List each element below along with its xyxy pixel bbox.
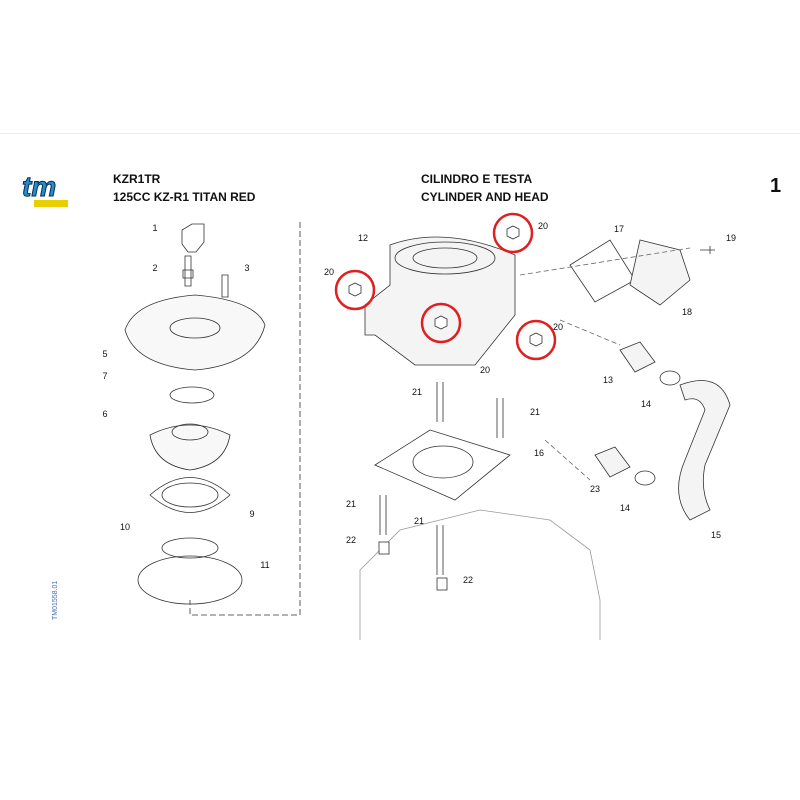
callout-15: 15 bbox=[710, 530, 722, 540]
nut-20 bbox=[348, 282, 362, 297]
bolt bbox=[221, 274, 229, 298]
fitting-13 bbox=[619, 341, 656, 373]
svg-text:tm: tm bbox=[22, 172, 56, 202]
callout-7: 7 bbox=[102, 371, 108, 381]
highlight-circle bbox=[334, 269, 376, 311]
callout-21: 21 bbox=[345, 499, 357, 509]
callout-20: 20 bbox=[479, 365, 491, 375]
callout-1: 1 bbox=[152, 223, 158, 233]
callout-21: 21 bbox=[411, 387, 423, 397]
studs bbox=[379, 382, 504, 575]
model-code: KZR1TR bbox=[113, 172, 161, 186]
callout-5: 5 bbox=[102, 349, 108, 359]
callout-11: 11 bbox=[260, 560, 270, 570]
callout-14: 14 bbox=[619, 503, 631, 513]
title-english: CYLINDER AND HEAD bbox=[421, 190, 549, 204]
nut-20 bbox=[506, 225, 520, 240]
highlight-circle bbox=[515, 319, 557, 361]
callout-20: 20 bbox=[552, 322, 564, 332]
callout-23: 23 bbox=[589, 484, 601, 494]
callout-13: 13 bbox=[602, 375, 614, 385]
callout-16: 16 bbox=[533, 448, 545, 458]
clamp-14 bbox=[659, 370, 681, 386]
nut-20 bbox=[434, 315, 448, 330]
callout-19: 19 bbox=[725, 233, 737, 243]
callout-20: 20 bbox=[323, 267, 335, 277]
gasket-9 bbox=[149, 477, 231, 513]
highlight-circle bbox=[492, 212, 534, 254]
callout-2: 2 bbox=[152, 263, 158, 273]
callout-10: 10 bbox=[119, 522, 131, 532]
tm-racing-logo: tm bbox=[22, 172, 68, 207]
crankcase bbox=[359, 509, 601, 640]
dowel bbox=[378, 541, 390, 555]
callout-9: 9 bbox=[249, 509, 255, 519]
callout-18: 18 bbox=[681, 307, 693, 317]
base-gasket-16 bbox=[374, 429, 511, 501]
callout-3: 3 bbox=[244, 263, 250, 273]
o-ring-10 bbox=[161, 537, 219, 559]
fitting-23 bbox=[594, 446, 631, 478]
page-number: 1 bbox=[770, 175, 782, 197]
highlight-circles bbox=[334, 212, 557, 361]
callout-21: 21 bbox=[529, 407, 541, 417]
spark-plug bbox=[182, 255, 194, 287]
exhaust-gasket-17 bbox=[569, 239, 636, 303]
callout-17: 17 bbox=[613, 224, 625, 234]
clamp-14b bbox=[634, 470, 656, 486]
callout-21: 21 bbox=[413, 516, 425, 526]
combustion-insert bbox=[149, 424, 231, 471]
title-italian: CILINDRO E TESTA bbox=[421, 172, 533, 186]
cylinder bbox=[364, 236, 516, 366]
o-ring-7 bbox=[169, 386, 215, 404]
callout-20: 20 bbox=[537, 221, 549, 231]
callout-14: 14 bbox=[640, 399, 652, 409]
model-name: 125CC KZ-R1 TITAN RED bbox=[113, 190, 256, 204]
nut-20 bbox=[529, 332, 543, 347]
callout-22: 22 bbox=[345, 535, 357, 545]
callout-6: 6 bbox=[102, 409, 108, 419]
top-divider bbox=[0, 133, 800, 134]
highlight-circle bbox=[420, 302, 462, 344]
callout-22: 22 bbox=[462, 575, 474, 585]
exhaust-flange-18 bbox=[629, 239, 691, 306]
spark-plug-cap bbox=[181, 223, 205, 253]
cylinder-head bbox=[124, 294, 266, 371]
o-ring-11 bbox=[137, 555, 243, 605]
screw-19 bbox=[700, 246, 715, 254]
callout-12: 12 bbox=[357, 233, 369, 243]
coolant-hose-15 bbox=[678, 380, 731, 521]
